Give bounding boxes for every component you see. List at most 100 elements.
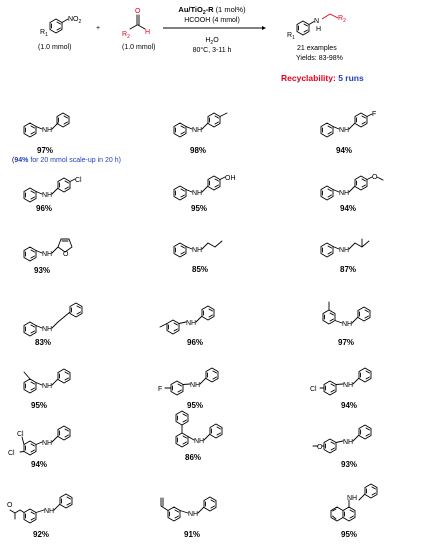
product-h: H xyxy=(316,26,321,33)
methoxy-o-label: O xyxy=(317,444,323,451)
structure-p16 xyxy=(19,425,71,456)
product-n: N xyxy=(314,18,319,25)
structure-p12 xyxy=(322,301,371,325)
scheme-label-part: 2 xyxy=(210,40,213,46)
structure-p21 xyxy=(330,483,378,522)
scheme-label: NH xyxy=(42,192,52,199)
structure-p9 xyxy=(320,238,370,258)
scheme-label: H2O xyxy=(205,37,219,46)
scheme-label: NH xyxy=(42,251,52,258)
structure-p15 xyxy=(319,367,372,396)
aldehyde-oxygen: O xyxy=(135,8,141,15)
chloro-label: Cl xyxy=(8,450,15,457)
product-general-structure xyxy=(296,20,315,36)
scheme-label: Au/TiO2-R(1 mol%) xyxy=(178,5,246,16)
scheme-label: NH xyxy=(339,247,349,254)
scheme-label: NH xyxy=(42,440,52,447)
fluoro-label: F xyxy=(158,386,162,393)
examples-count: 21 examples xyxy=(297,45,337,52)
scheme-label-part: O xyxy=(213,37,219,44)
plus-sign: + xyxy=(96,25,100,32)
yield-p6: 94% xyxy=(340,204,356,213)
scheme-label: NH xyxy=(190,382,200,389)
yield-p5: 95% xyxy=(191,204,207,213)
r2-label: R xyxy=(122,31,127,38)
structure-p5 xyxy=(173,175,226,201)
structure-p8 xyxy=(173,240,223,258)
yield-p9: 87% xyxy=(340,265,356,274)
yield-p16: 94% xyxy=(31,460,47,469)
scheme-label: NH xyxy=(343,439,353,446)
scheme-label-part: 2 xyxy=(127,34,130,40)
scheme-label: R2 xyxy=(122,31,130,40)
yield-p11: 96% xyxy=(187,338,203,347)
scheme-label: NH xyxy=(192,190,202,197)
reductant-label: HCOOH (4 mmol) xyxy=(184,17,240,24)
yield-p15: 94% xyxy=(341,401,357,410)
scheme-label-part: -R xyxy=(206,5,214,14)
structure-p17 xyxy=(175,410,223,448)
structure-p7 xyxy=(23,238,73,262)
yield-p12: 97% xyxy=(338,338,354,347)
scheme-label-part: 1 xyxy=(292,35,295,41)
acetyl-o-label: O xyxy=(7,502,13,509)
catalyst-label: Au/TiO xyxy=(178,5,203,14)
yield-p21: 95% xyxy=(341,530,357,539)
chloro-label: Cl xyxy=(310,386,317,393)
product-r2: R xyxy=(338,15,343,22)
yield-p19: 92% xyxy=(33,530,49,539)
recyclability-label: Recyclability: xyxy=(281,73,336,83)
yield-p8: 85% xyxy=(192,265,208,274)
scheme-label: NH xyxy=(342,321,352,328)
scheme-label: NH xyxy=(339,127,349,134)
recyclability-value: 5 runs xyxy=(338,73,364,83)
scale-up-note: for 20 mmol scale-up in 20 h) xyxy=(30,157,121,164)
scheme-label: NH xyxy=(192,247,202,254)
scheme-label: R1 xyxy=(40,29,48,38)
structure-p11 xyxy=(159,305,215,335)
yield-p7: 93% xyxy=(34,266,50,275)
aldehyde-structure xyxy=(129,14,146,30)
structure-p20 xyxy=(160,496,217,522)
scheme-label: (94% for 20 mmol scale-up in 20 h) xyxy=(12,157,121,164)
structure-p3 xyxy=(320,112,373,138)
reagent2-amount: (1.0 mmol) xyxy=(122,44,155,51)
yield-p1: 97% xyxy=(37,146,53,155)
yield-p2: 98% xyxy=(190,146,206,155)
scheme-label: R2 xyxy=(338,15,346,24)
structure-p18 xyxy=(312,424,372,454)
nitroarene-structure xyxy=(49,18,69,34)
chloro-label: Cl xyxy=(17,431,24,438)
furan-o-label: O xyxy=(63,251,69,258)
yield-p10: 83% xyxy=(35,338,51,347)
scheme-label: R1 xyxy=(287,32,295,41)
structure-p19 xyxy=(9,493,73,524)
scheme-label: NH xyxy=(44,508,54,515)
structure-p2 xyxy=(173,112,228,138)
solvent-label: H xyxy=(205,37,210,44)
conditions-label: 80°C, 3-11 h xyxy=(193,46,232,54)
yields-range: Yields: 83-98% xyxy=(296,55,343,62)
yield-p4: 96% xyxy=(36,204,52,213)
yield-p13: 95% xyxy=(31,401,47,410)
yield-p18: 93% xyxy=(341,460,357,469)
structure-p13 xyxy=(23,368,71,394)
scheme-label: Recyclability: 5 runs xyxy=(281,73,364,83)
scheme-label-part: 2 xyxy=(343,18,346,24)
yield-p17: 86% xyxy=(185,453,201,462)
scheme-label: NH xyxy=(42,383,52,390)
chloro-label: Cl xyxy=(75,177,82,184)
scheme-label: NH xyxy=(339,190,349,197)
product-r1: R xyxy=(287,32,292,39)
yield-p3: 94% xyxy=(336,146,352,155)
structure-p10 xyxy=(23,302,83,337)
scale-up-yield: 94% xyxy=(14,157,29,164)
nitro-group: NO xyxy=(68,16,79,23)
scheme-label: NH xyxy=(186,320,196,327)
scheme-label-part: 2 xyxy=(203,10,206,16)
nh-label: NH xyxy=(42,127,52,134)
reagent1-amount: (1.0 mmol) xyxy=(38,44,71,51)
yield-p14: 95% xyxy=(187,401,203,410)
scheme-label: NH xyxy=(42,326,52,333)
